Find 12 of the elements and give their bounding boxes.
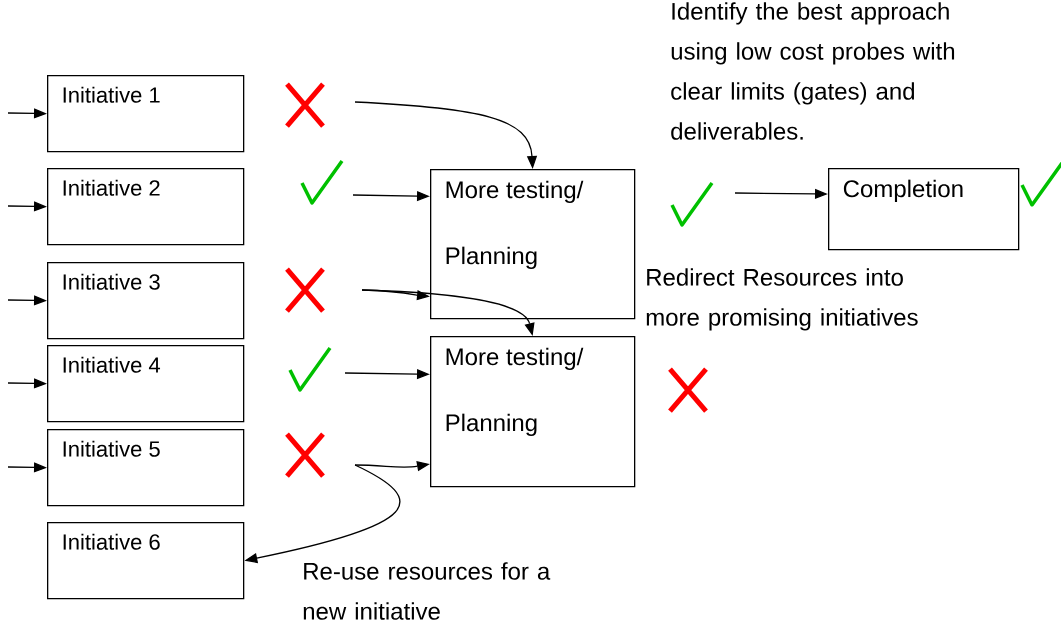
note-text: Redirect Resources into more promising initiatives [646,268,918,331]
process-box: Initiative 4 [47,345,245,423]
process-box: Completion [828,168,1020,251]
note-text: Re-use resources for a new initiative [303,562,551,620]
process-box: Initiative 2 [47,168,245,246]
process-box: Initiative 3 [47,262,245,340]
process-box: Initiative 1 [47,75,245,153]
process-box: More testing/ Planning [430,169,636,320]
process-box: More testing/ Planning [430,336,636,488]
process-box: Initiative 5 [47,429,245,507]
process-box: Initiative 6 [47,522,245,600]
note-text: Identify the best approach using low cost probes with clear limits (gates) and deliverables. [671,2,955,140]
